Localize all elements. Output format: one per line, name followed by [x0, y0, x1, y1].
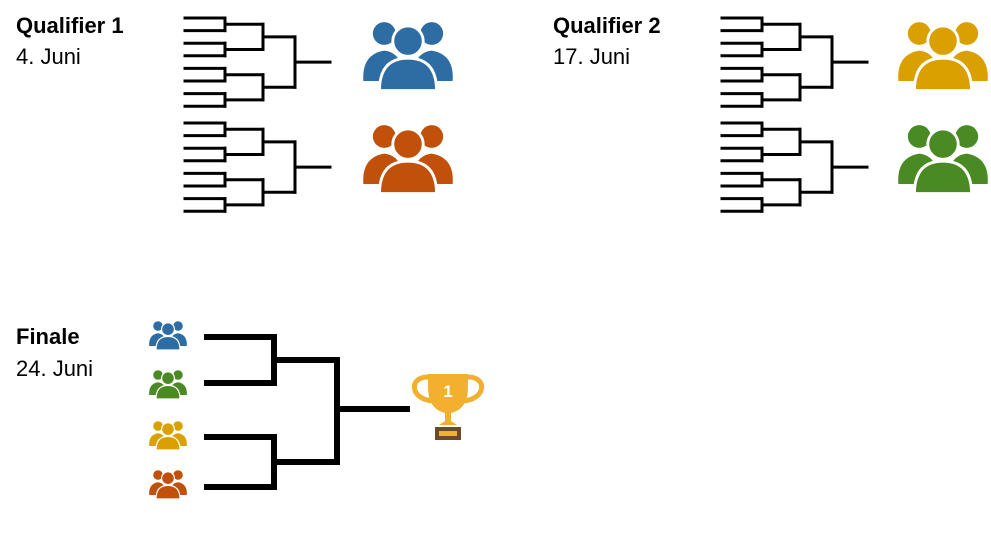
team-icon-finale-4 [148, 469, 188, 500]
stage-title-qualifier-2: Qualifier 2 [553, 13, 661, 38]
bracket-qualifier-2-lower [720, 121, 869, 213]
team-icon-qualifier-1-winner-b [361, 123, 455, 195]
bracket-finale [204, 334, 410, 490]
stage-date-qualifier-2: 17. Juni [553, 44, 631, 69]
stage-date-finale: 24. Juni [16, 356, 94, 381]
team-icon-qualifier-1-winner-a [361, 20, 455, 92]
stage-title-finale: Finale [16, 324, 80, 349]
bracket-qualifier-1-lower [183, 121, 332, 213]
bracket-qualifier-2-upper [720, 16, 869, 108]
team-icon-qualifier-2-winner-b [896, 123, 990, 195]
stage-title-qualifier-1: Qualifier 1 [16, 13, 124, 38]
trophy-rank-label: 1 [443, 382, 452, 401]
stage-date-qualifier-1: 4. Juni [16, 44, 81, 69]
team-icon-qualifier-2-winner-a [896, 20, 990, 92]
trophy-icon: 1 [411, 374, 485, 440]
team-icon-finale-2 [148, 369, 188, 400]
bracket-qualifier-1-upper [183, 16, 332, 108]
team-icon-finale-1 [148, 320, 188, 351]
team-icon-finale-3 [148, 420, 188, 451]
